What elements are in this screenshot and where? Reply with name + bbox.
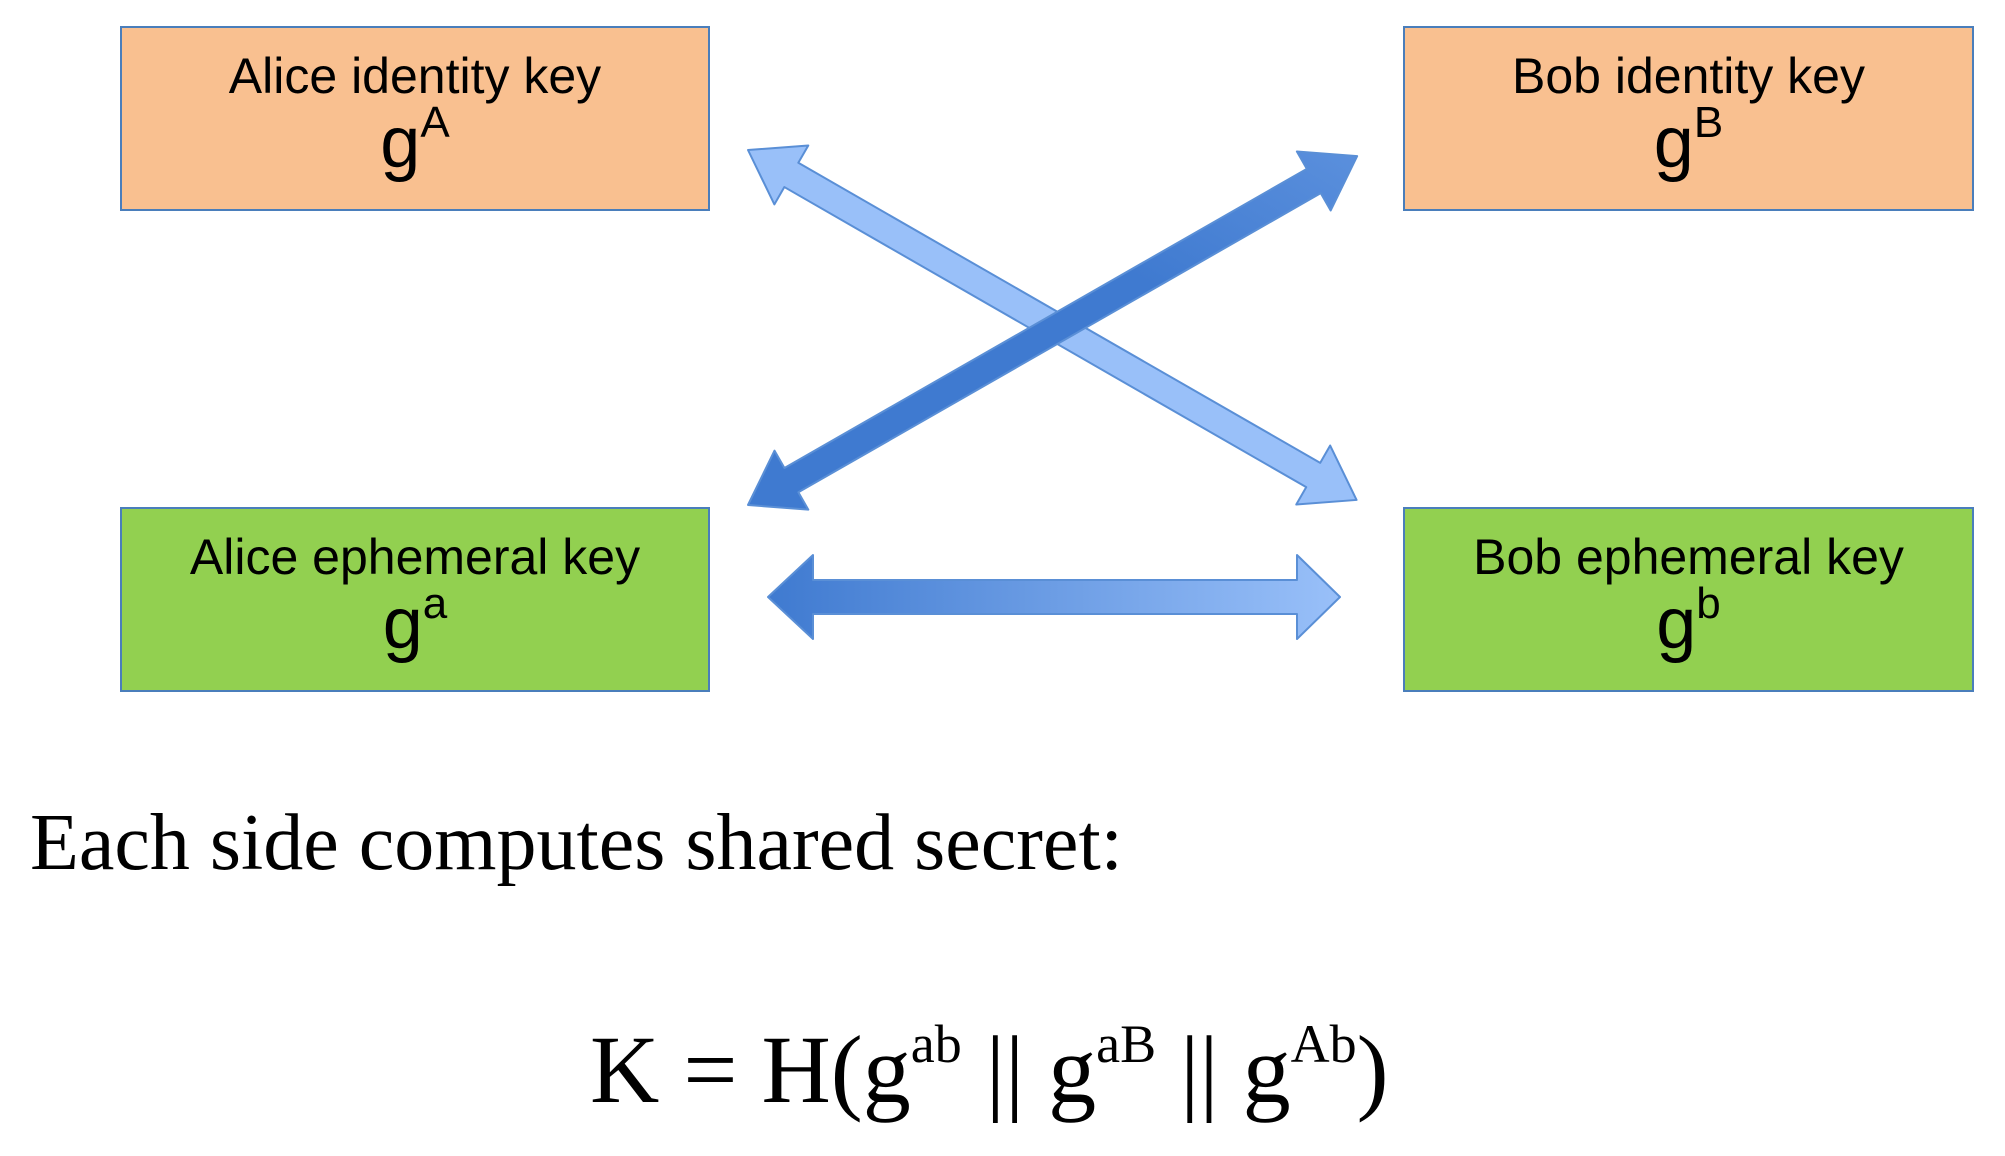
shared-secret-formula: K = H(gab || gaB || gAb)	[590, 1014, 1389, 1123]
arrow-alice-ephemeral-bob-ephemeral	[767, 554, 1341, 640]
bob-ephemeral-key-label: Bob ephemeral key	[1473, 529, 1904, 585]
bob-identity-key-label: Bob identity key	[1512, 48, 1865, 104]
alice-ephemeral-key-value: ga	[382, 579, 448, 664]
bob-ephemeral-key-value: gb	[1656, 579, 1721, 664]
alice-identity-key-value: gA	[380, 98, 450, 183]
arrow-alice-ephemeral-bob-identity	[747, 150, 1359, 511]
alice-identity-key-box: Alice identity key gA	[120, 26, 710, 211]
alice-identity-key-label: Alice identity key	[228, 48, 602, 104]
bob-identity-key-box: Bob identity key gB	[1403, 26, 1974, 211]
bob-identity-key-value: gB	[1653, 98, 1724, 183]
alice-ephemeral-key-box: Alice ephemeral key ga	[120, 507, 710, 692]
alice-ephemeral-key-label: Alice ephemeral key	[189, 529, 641, 585]
shared-secret-caption: Each side computes shared secret:	[30, 799, 1123, 887]
bob-ephemeral-key-box: Bob ephemeral key gb	[1403, 507, 1974, 692]
